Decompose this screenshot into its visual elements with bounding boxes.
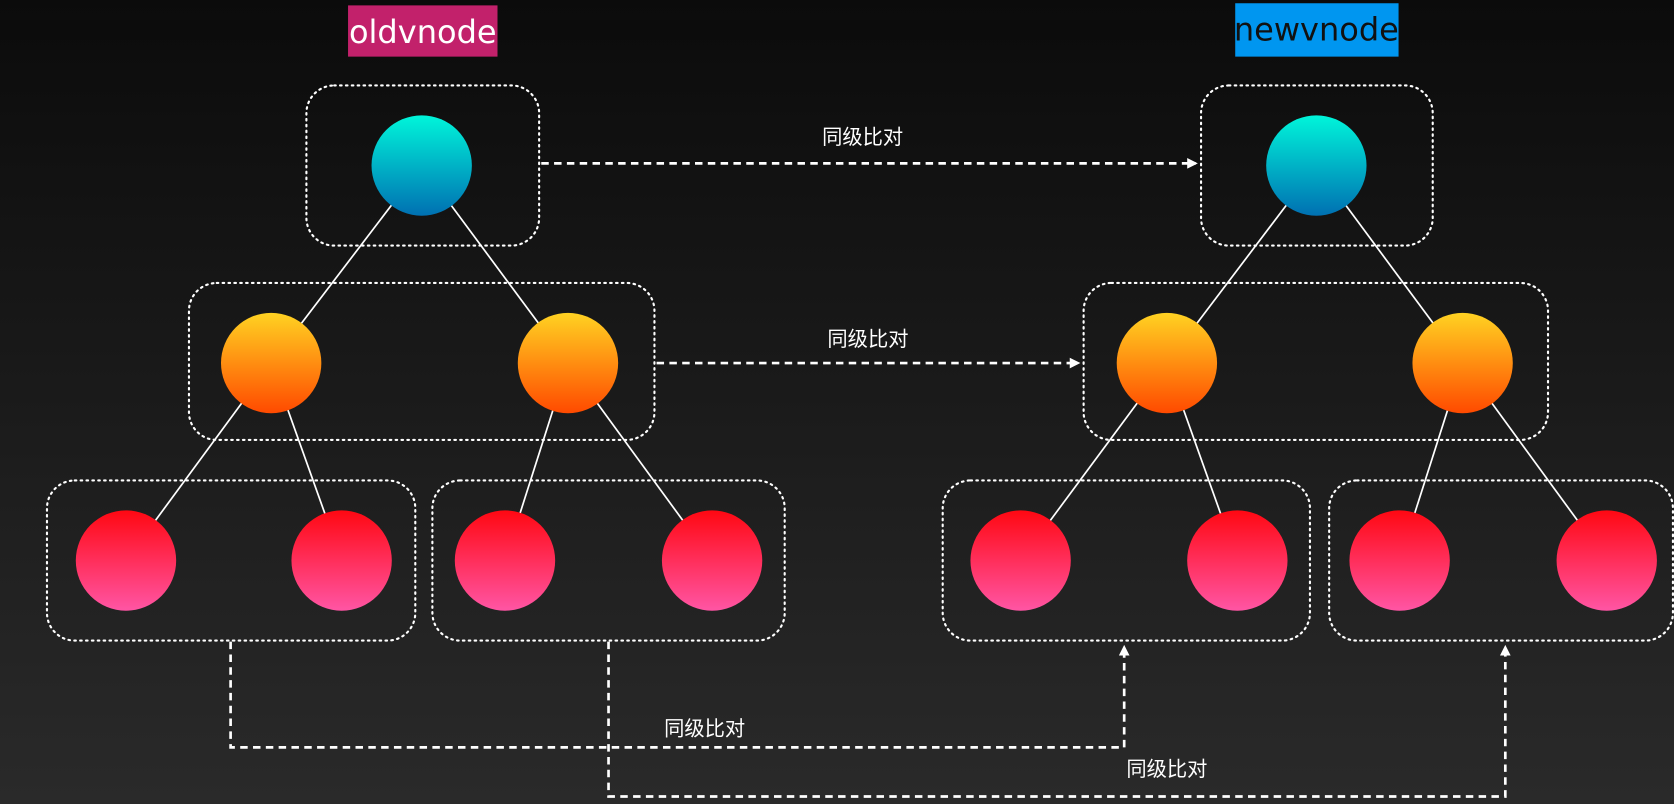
new-leaf-node (970, 510, 1071, 611)
old-leaf-node (75, 510, 177, 611)
old-level3-right-group (431, 479, 786, 642)
old-leaf-node (291, 510, 392, 611)
new-leaf-node (1349, 510, 1450, 611)
old-root-node (371, 115, 472, 216)
compare-arrow-level3-left (229, 641, 1130, 749)
compare-label-level3-right: 同级比对 (1126, 757, 1207, 781)
newvnode-tag: newvnode (1234, 3, 1399, 57)
new-root-node (1266, 115, 1367, 216)
oldvnode-label: oldvnode (349, 13, 497, 51)
new-tree (970, 115, 1657, 611)
newvnode-label: newvnode (1234, 11, 1399, 49)
old-tree (75, 115, 763, 611)
old-root-group (305, 84, 541, 247)
compare-label-level2: 同级比对 (827, 327, 908, 351)
old-level2-node (220, 312, 322, 414)
old-leaf-node (661, 510, 763, 611)
level-group-boxes (45, 84, 1674, 642)
compare-label-level3-left: 同级比对 (664, 717, 745, 741)
old-level2-node (517, 312, 619, 414)
old-leaf-node (454, 510, 556, 611)
compare-arrow-level3-right (607, 641, 1511, 798)
new-level2-group (1082, 281, 1550, 441)
new-leaf-node (1187, 510, 1288, 611)
compare-label-root: 同级比对 (822, 125, 903, 149)
new-level2-node (1412, 312, 1513, 414)
oldvnode-tag: oldvnode (348, 5, 498, 57)
old-level2-group (187, 281, 656, 441)
new-root-group (1199, 84, 1434, 247)
new-level2-node (1116, 312, 1218, 414)
new-leaf-node (1556, 510, 1657, 611)
new-level3-right-group (1328, 479, 1674, 642)
new-level3-left-group (941, 479, 1312, 642)
